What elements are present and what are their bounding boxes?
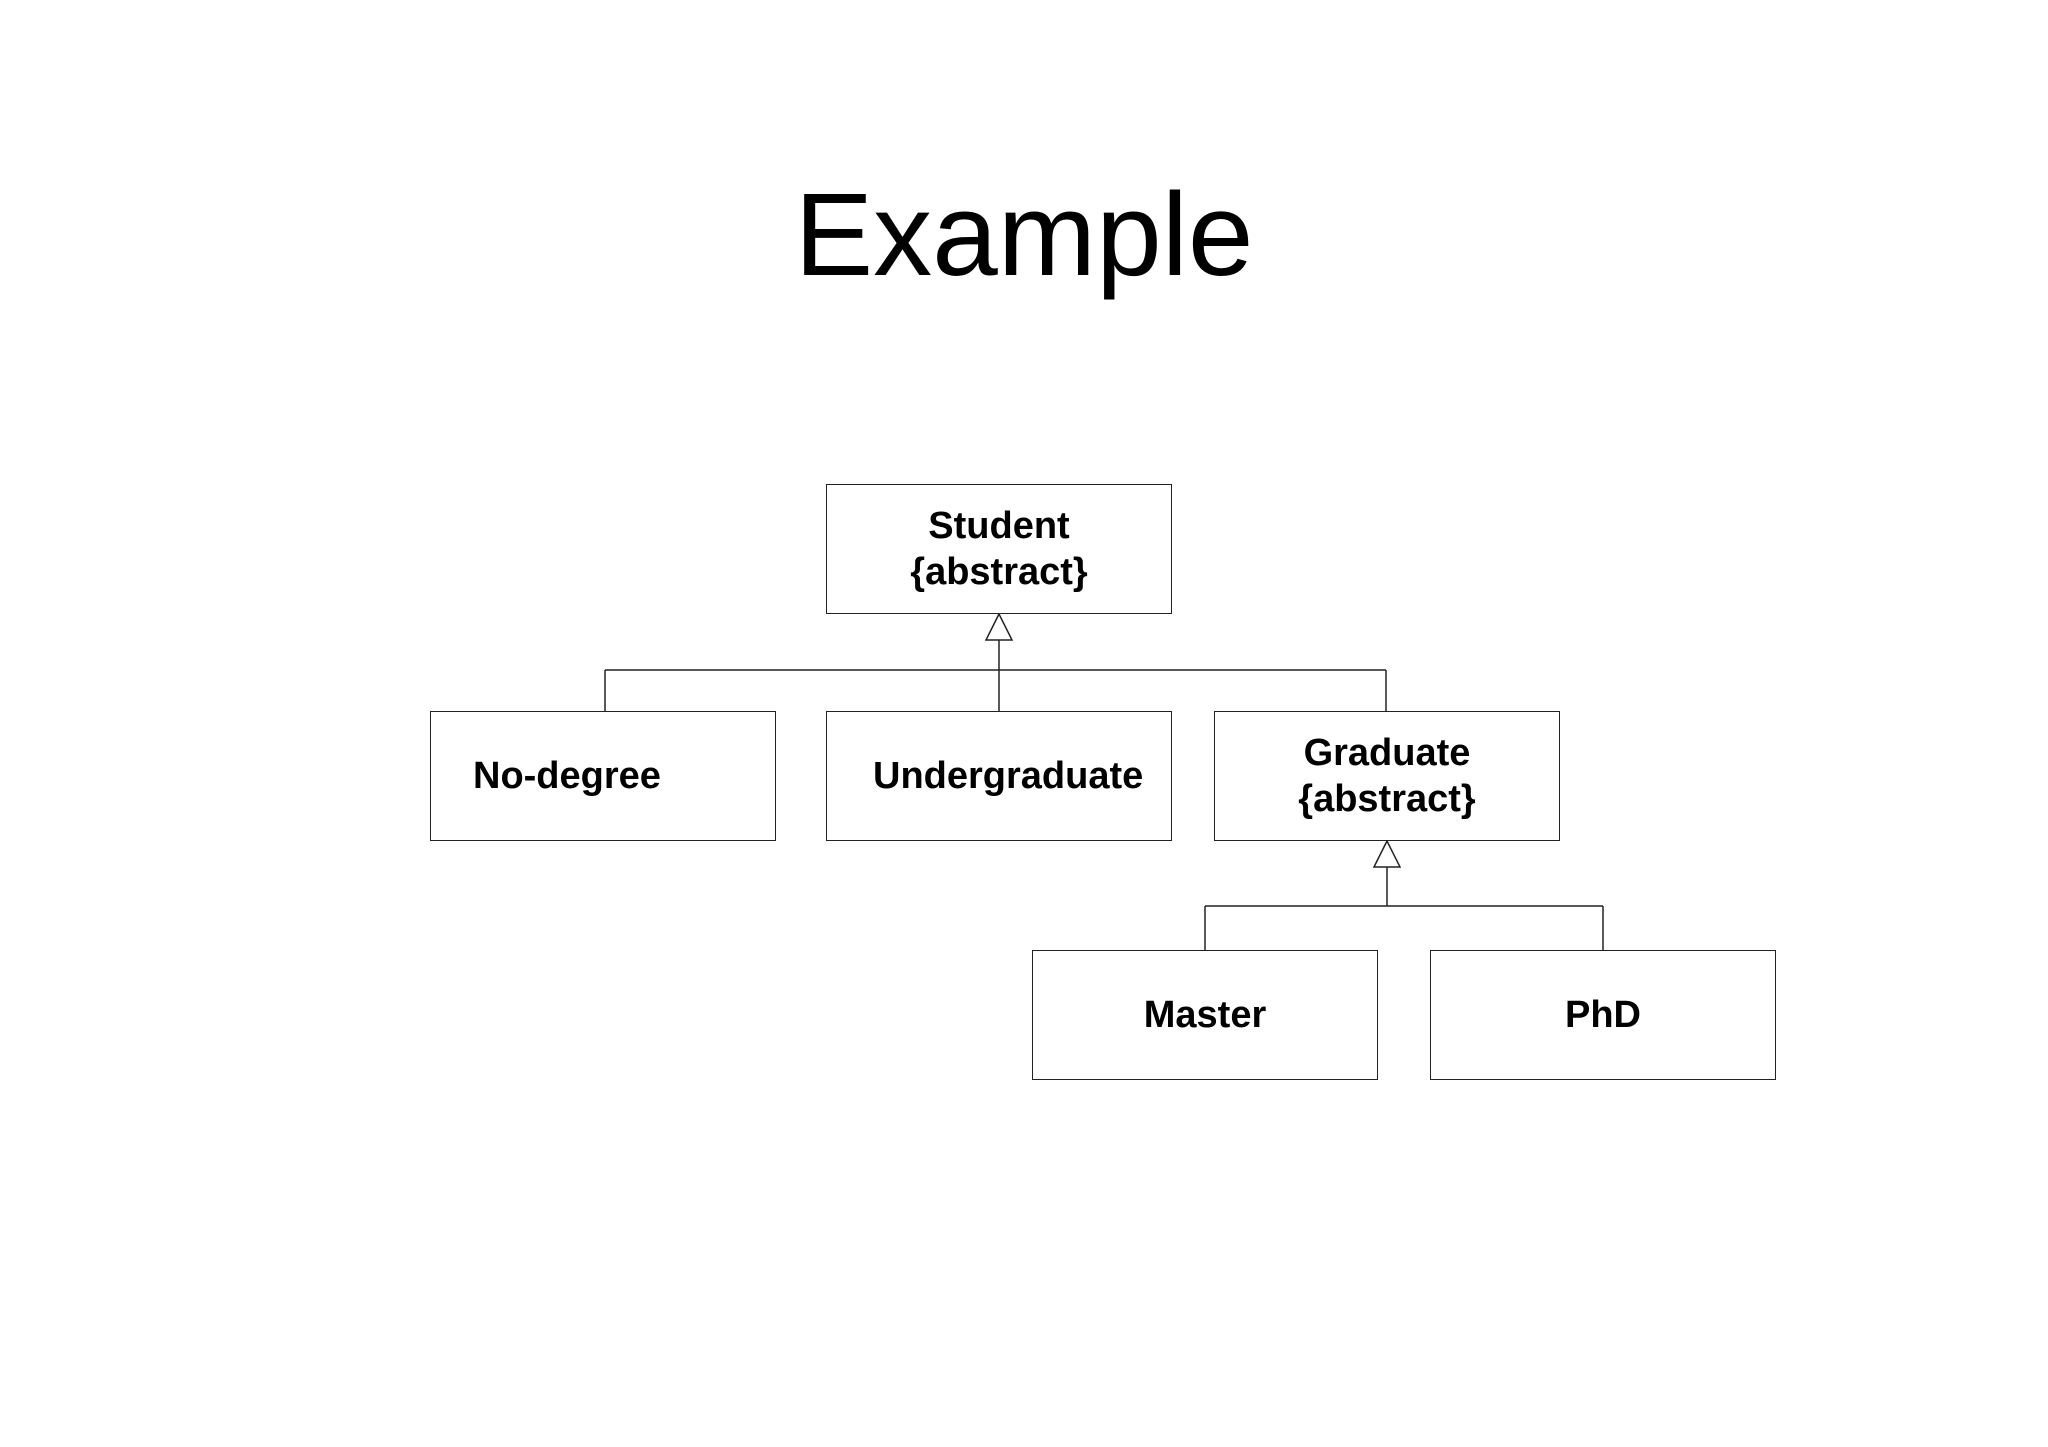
class-stereotype-graduate: {abstract}	[1298, 778, 1476, 820]
class-box-graduate: Graduate {abstract}	[1214, 711, 1560, 841]
student-inheritance-arrowhead	[984, 612, 1014, 641]
class-name-nodegree: No-degree	[473, 755, 661, 797]
class-box-undergraduate: Undergraduate	[826, 711, 1172, 841]
graduate-generalization	[1204, 839, 1604, 950]
class-name-graduate: Graduate	[1303, 732, 1471, 774]
class-name-student: Student	[928, 505, 1070, 547]
class-box-master: Master	[1032, 950, 1378, 1080]
class-box-nodegree: No-degree	[430, 711, 776, 841]
graduate-inheritance-arrowhead	[1372, 839, 1402, 868]
class-box-student: Student {abstract}	[826, 484, 1172, 614]
slide-title: Example	[794, 169, 1254, 301]
class-name-master: Master	[1143, 994, 1267, 1036]
class-box-phd: PhD	[1430, 950, 1776, 1080]
class-name-undergraduate: Undergraduate	[873, 755, 1144, 797]
student-generalization	[604, 612, 1387, 711]
class-stereotype-student: {abstract}	[910, 551, 1088, 593]
class-name-phd: PhD	[1565, 994, 1641, 1036]
